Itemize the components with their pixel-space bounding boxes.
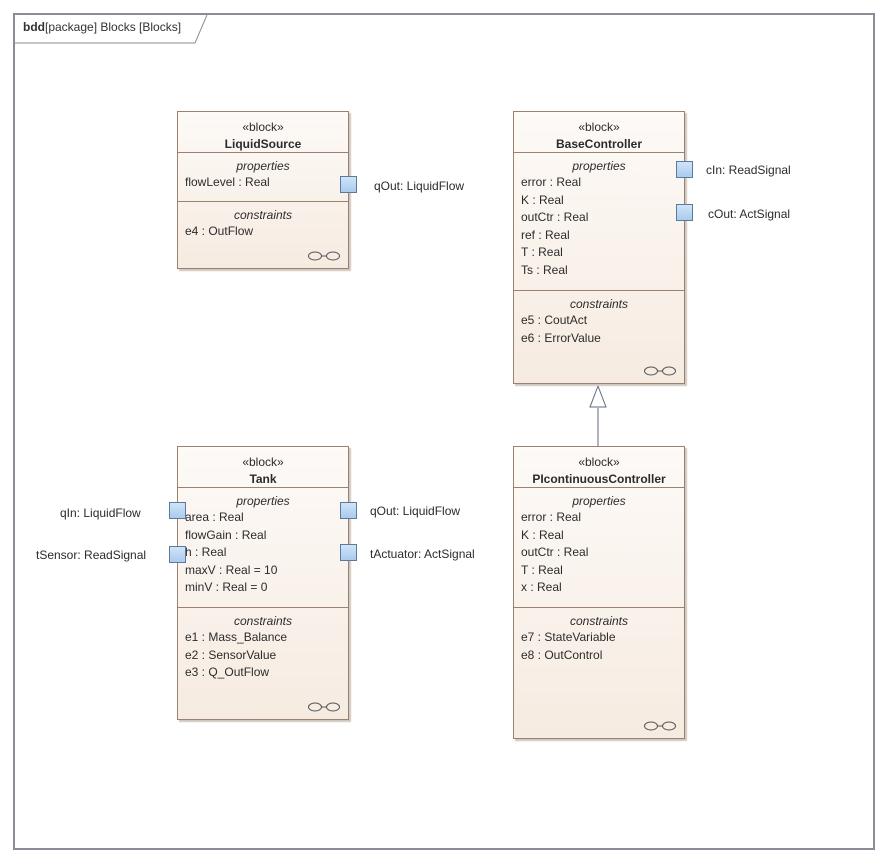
compartment-title: properties [572, 494, 626, 508]
compartment-title: properties [236, 159, 290, 173]
diagram-frame: bdd[package] Blocks [Blocks] [13, 13, 875, 850]
property-line: K : Real [521, 192, 564, 207]
property-line: flowGain : Real [185, 527, 267, 542]
constraint-line: e7 : StateVariable [521, 630, 616, 644]
compartment-title: constraints [569, 614, 629, 628]
constraint-glasses-icon [644, 721, 676, 731]
port-label: cOut: ActSignal [708, 207, 791, 221]
property-line: h : Real [185, 545, 227, 560]
frame-title: bdd[package] Blocks [Blocks] [23, 20, 181, 34]
port-label: tActuator: ActSignal [370, 547, 475, 561]
property-line: error : Real [521, 175, 582, 189]
constraints-compartment: constraints e1 : Mass_Balance e2 : Senso… [178, 608, 348, 719]
port-label: qOut: LiquidFlow [374, 179, 465, 193]
properties-compartment: properties error : Real K : Real outCtr … [514, 488, 684, 608]
compartment-title: constraints [233, 208, 293, 222]
block-stereotype: «block» [242, 455, 284, 469]
constraint-line: e1 : Mass_Balance [185, 630, 288, 644]
port-label: cIn: ReadSignal [706, 163, 791, 177]
block-header: «block» BaseController [514, 112, 684, 153]
block-header: «block» PIcontinuousController [514, 447, 684, 488]
constraint-glasses-icon [308, 251, 340, 261]
constraints-compartment: constraints e7 : StateVariable e8 : OutC… [514, 608, 684, 738]
constraint-line: e8 : OutControl [521, 647, 603, 662]
constraint-line: e3 : Q_OutFlow [185, 665, 270, 680]
property-line: minV : Real = 0 [185, 580, 268, 595]
port-label: tSensor: ReadSignal [36, 548, 147, 562]
block-name: PIcontinuousController [532, 472, 666, 486]
property-line: error : Real [521, 510, 582, 524]
block-stereotype: «block» [578, 455, 620, 469]
constraint-glasses-icon [308, 702, 340, 712]
generalization-arrowhead [589, 384, 607, 408]
property-line: T : Real [521, 562, 563, 577]
port-tank-tsensor[interactable] [169, 546, 186, 563]
frame-kind: bdd [23, 20, 45, 34]
frame-name-tab [15, 15, 208, 44]
property-line: ref : Real [521, 227, 570, 242]
port-basecontroller-cin[interactable] [676, 161, 693, 178]
block-liquidsource[interactable]: «block» LiquidSource properties flowLeve… [177, 111, 349, 269]
block-stereotype: «block» [578, 120, 620, 134]
property-line: outCtr : Real [521, 210, 589, 225]
block-name: LiquidSource [224, 137, 302, 151]
compartment-title: properties [572, 159, 626, 173]
properties-compartment: properties flowLevel : Real [178, 153, 348, 202]
block-stereotype: «block» [242, 120, 284, 134]
port-liquidsource-qout[interactable] [340, 176, 357, 193]
port-tank-tactuator[interactable] [340, 544, 357, 561]
compartment-title: constraints [233, 614, 293, 628]
block-header: «block» Tank [178, 447, 348, 488]
compartment-title: properties [236, 494, 290, 508]
block-basecontroller[interactable]: «block» BaseController properties error … [513, 111, 685, 384]
property-line: Ts : Real [521, 262, 568, 277]
port-label: qIn: LiquidFlow [60, 506, 141, 520]
constraint-line: e4 : OutFlow [185, 224, 254, 238]
port-basecontroller-cout[interactable] [676, 204, 693, 221]
constraints-compartment: constraints e4 : OutFlow [178, 202, 348, 268]
properties-compartment: properties error : Real K : Real outCtr … [514, 153, 684, 291]
property-line: outCtr : Real [521, 545, 589, 560]
block-name: Tank [249, 472, 277, 486]
port-label: qOut: LiquidFlow [370, 504, 461, 518]
port-tank-qout[interactable] [340, 502, 357, 519]
property-line: x : Real [521, 580, 562, 595]
port-tank-qin[interactable] [169, 502, 186, 519]
property-line: flowLevel : Real [185, 175, 270, 189]
frame-label: [package] Blocks [Blocks] [45, 20, 182, 34]
constraints-compartment: constraints e5 : CoutAct e6 : ErrorValue [514, 291, 684, 383]
compartment-title: constraints [569, 297, 629, 311]
property-line: maxV : Real = 10 [185, 562, 278, 577]
block-picontinuouscontroller[interactable]: «block» PIcontinuousController propertie… [513, 446, 685, 739]
properties-compartment: properties area : Real flowGain : Real h… [178, 488, 348, 608]
property-line: K : Real [521, 527, 564, 542]
constraint-line: e6 : ErrorValue [521, 330, 601, 345]
property-line: area : Real [185, 510, 244, 524]
block-tank[interactable]: «block» Tank properties area : Real flow… [177, 446, 349, 720]
block-name: BaseController [555, 137, 643, 151]
constraint-glasses-icon [644, 366, 676, 376]
constraint-line: e2 : SensorValue [185, 647, 277, 662]
property-line: T : Real [521, 245, 563, 260]
block-header: «block» LiquidSource [178, 112, 348, 153]
constraint-line: e5 : CoutAct [521, 313, 588, 327]
